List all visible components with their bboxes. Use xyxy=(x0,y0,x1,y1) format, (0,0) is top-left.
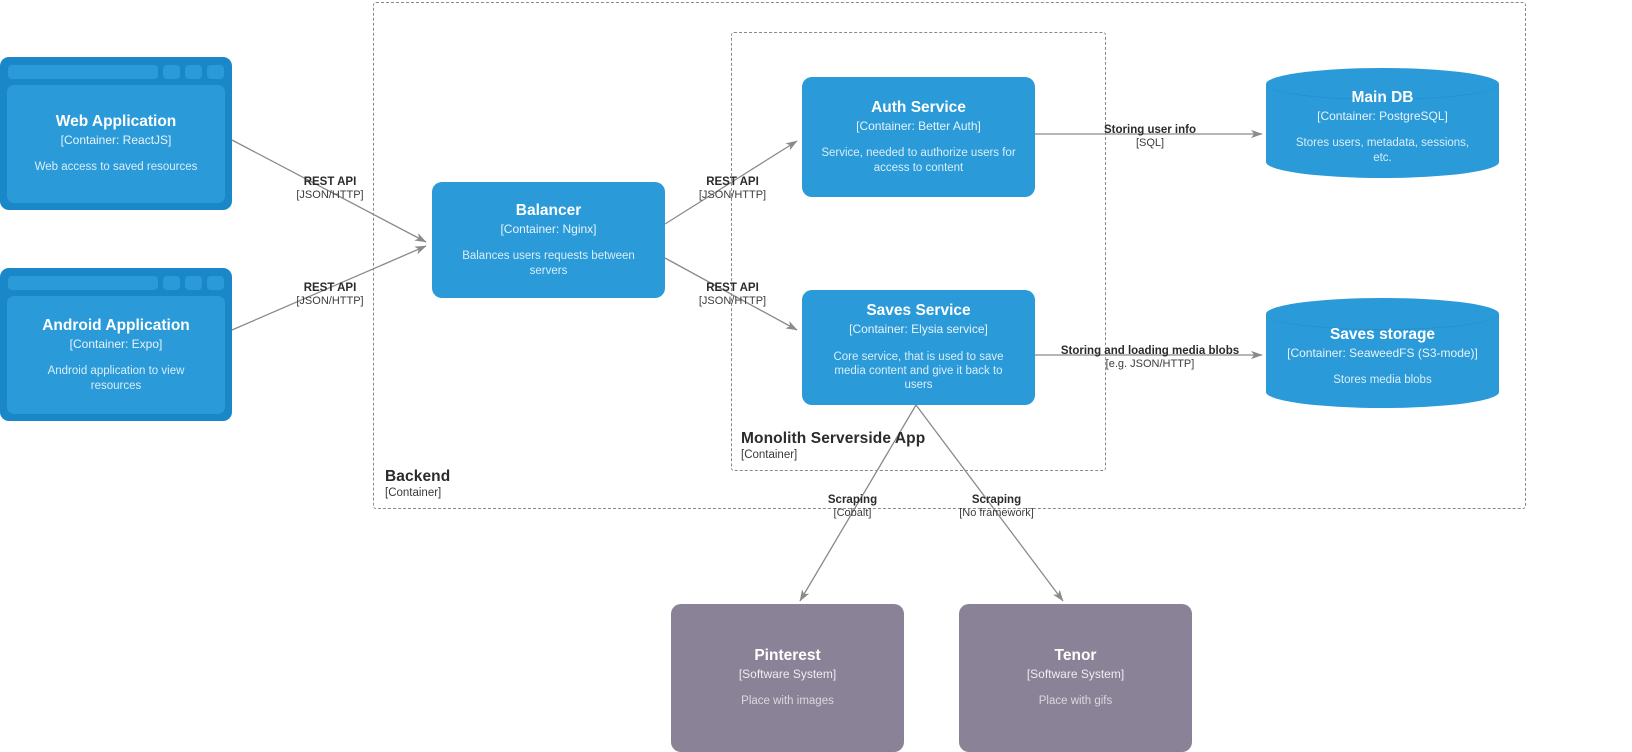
node-description: Android application to view resources xyxy=(47,365,185,392)
boundary-backend xyxy=(373,2,1526,509)
window-button-minimize-icon xyxy=(163,275,180,290)
node-title: Saves Service xyxy=(866,302,971,320)
edge-label-saves-to-tenor: Scraping [No framework] xyxy=(934,494,1059,520)
node-saves-storage[interactable]: Saves storage [Container: SeaweedFS (S3-… xyxy=(1266,298,1499,408)
node-technology: [Container: PostgreSQL] xyxy=(1317,108,1448,123)
edge-label-main: Storing and loading media blobs xyxy=(1060,345,1240,357)
boundary-monolith xyxy=(731,32,1106,471)
edge-label-balancer-to-auth: REST API [JSON/HTTP] xyxy=(645,176,820,202)
edge-label-sub: [JSON/HTTP] xyxy=(296,189,364,202)
window-button-maximize-icon xyxy=(185,64,202,79)
edge-label-sub: [JSON/HTTP] xyxy=(698,189,767,202)
node-title: Balancer xyxy=(515,202,582,220)
node-title: Web Application xyxy=(55,113,177,131)
edge-label-sub: [JSON/HTTP] xyxy=(296,295,364,308)
node-android-application[interactable]: Android Application [Container: Expo] An… xyxy=(0,268,232,421)
node-technology: [Software System] xyxy=(1026,667,1125,682)
node-main-db[interactable]: Main DB [Container: PostgreSQL] Stores u… xyxy=(1266,68,1499,178)
node-description: Core service, that is used to save media… xyxy=(833,350,1004,392)
node-description: Place with gifs xyxy=(1038,695,1113,708)
node-description: Web access to saved resources xyxy=(34,161,198,174)
node-title: Pinterest xyxy=(754,647,821,665)
window-button-minimize-icon xyxy=(163,64,180,79)
node-title: Main DB xyxy=(1351,89,1414,107)
edge-label-saves-to-pinterest: Scraping [Cobalt] xyxy=(790,494,915,520)
boundary-backend-sub: [Container] xyxy=(385,487,442,499)
node-title: Auth Service xyxy=(871,99,966,117)
node-title: Android Application xyxy=(42,317,190,335)
node-auth-service[interactable]: Auth Service [Container: Better Auth] Se… xyxy=(802,77,1035,197)
node-technology: [Container: Expo] xyxy=(69,336,163,351)
node-technology: [Container: Better Auth] xyxy=(856,118,981,133)
node-description: Place with images xyxy=(741,695,834,708)
edge-label-android-to-balancer: REST API [JSON/HTTP] xyxy=(240,282,420,308)
browser-body: Android Application [Container: Expo] An… xyxy=(7,296,225,414)
window-button-close-icon xyxy=(207,275,224,290)
edge-label-auth-to-main-db: Storing user info [SQL] xyxy=(1060,124,1240,150)
edge-label-sub: [SQL] xyxy=(1135,137,1165,150)
window-button-maximize-icon xyxy=(185,275,202,290)
edge-label-sub: [Cobalt] xyxy=(833,507,872,520)
edge-label-sub: [No framework] xyxy=(959,507,1034,520)
edge-label-main: REST API xyxy=(303,282,357,294)
cylinder-top xyxy=(1266,298,1499,330)
edge-label-main: Scraping xyxy=(971,494,1022,506)
edge-label-sub: [JSON/HTTP] xyxy=(698,295,767,308)
window-button-close-icon xyxy=(207,64,224,79)
address-bar xyxy=(8,275,158,290)
node-description: Balances users requests between servers xyxy=(462,250,635,277)
boundary-backend-label: Backend xyxy=(385,468,451,485)
node-title: Tenor xyxy=(1054,647,1097,665)
edge-label-main: Scraping xyxy=(827,494,878,506)
edge-label-main: REST API xyxy=(706,176,759,188)
cylinder-text: Saves storage [Container: SeaweedFS (S3-… xyxy=(1266,298,1499,408)
node-tenor[interactable]: Tenor [Software System] Place with gifs xyxy=(959,604,1192,752)
node-technology: [Software System] xyxy=(738,667,837,682)
cylinder-text: Main DB [Container: PostgreSQL] Stores u… xyxy=(1266,68,1499,178)
node-description: Stores users, metadata, sessions, etc. xyxy=(1295,137,1470,164)
boundary-monolith-label: Monolith Serverside App xyxy=(741,430,926,447)
node-saves-service[interactable]: Saves Service [Container: Elysia service… xyxy=(802,290,1035,405)
edge-label-web-to-balancer: REST API [JSON/HTTP] xyxy=(240,176,420,202)
node-technology: [Container: Nginx] xyxy=(500,221,597,236)
browser-chrome xyxy=(7,275,225,290)
edge-label-main: REST API xyxy=(706,282,759,294)
cylinder-top xyxy=(1266,68,1499,100)
node-balancer[interactable]: Balancer [Container: Nginx] Balances use… xyxy=(432,182,665,298)
browser-chrome xyxy=(7,64,225,79)
browser-body: Web Application [Container: ReactJS] Web… xyxy=(7,85,225,203)
node-technology: [Container: Elysia service] xyxy=(849,322,988,337)
node-technology: [Container: SeaweedFS (S3-mode)] xyxy=(1287,346,1478,361)
edge-label-main: Storing user info xyxy=(1104,124,1196,136)
node-technology: [Container: ReactJS] xyxy=(60,133,172,148)
node-pinterest[interactable]: Pinterest [Software System] Place with i… xyxy=(671,604,904,752)
edge-label-main: REST API xyxy=(303,176,357,188)
boundary-monolith-sub: [Container] xyxy=(741,449,798,461)
node-title: Saves storage xyxy=(1329,326,1436,344)
node-description: Service, needed to authorize users for a… xyxy=(821,147,1016,174)
edge-label-sub: [e.g. JSON/HTTP] xyxy=(1105,358,1195,371)
node-web-application[interactable]: Web Application [Container: ReactJS] Web… xyxy=(0,57,232,210)
node-description: Stores media blobs xyxy=(1333,374,1432,387)
edge-label-balancer-to-saves: REST API [JSON/HTTP] xyxy=(645,282,820,308)
edge-label-saves-to-storage: Storing and loading media blobs [e.g. JS… xyxy=(1058,345,1242,371)
address-bar xyxy=(8,64,158,79)
